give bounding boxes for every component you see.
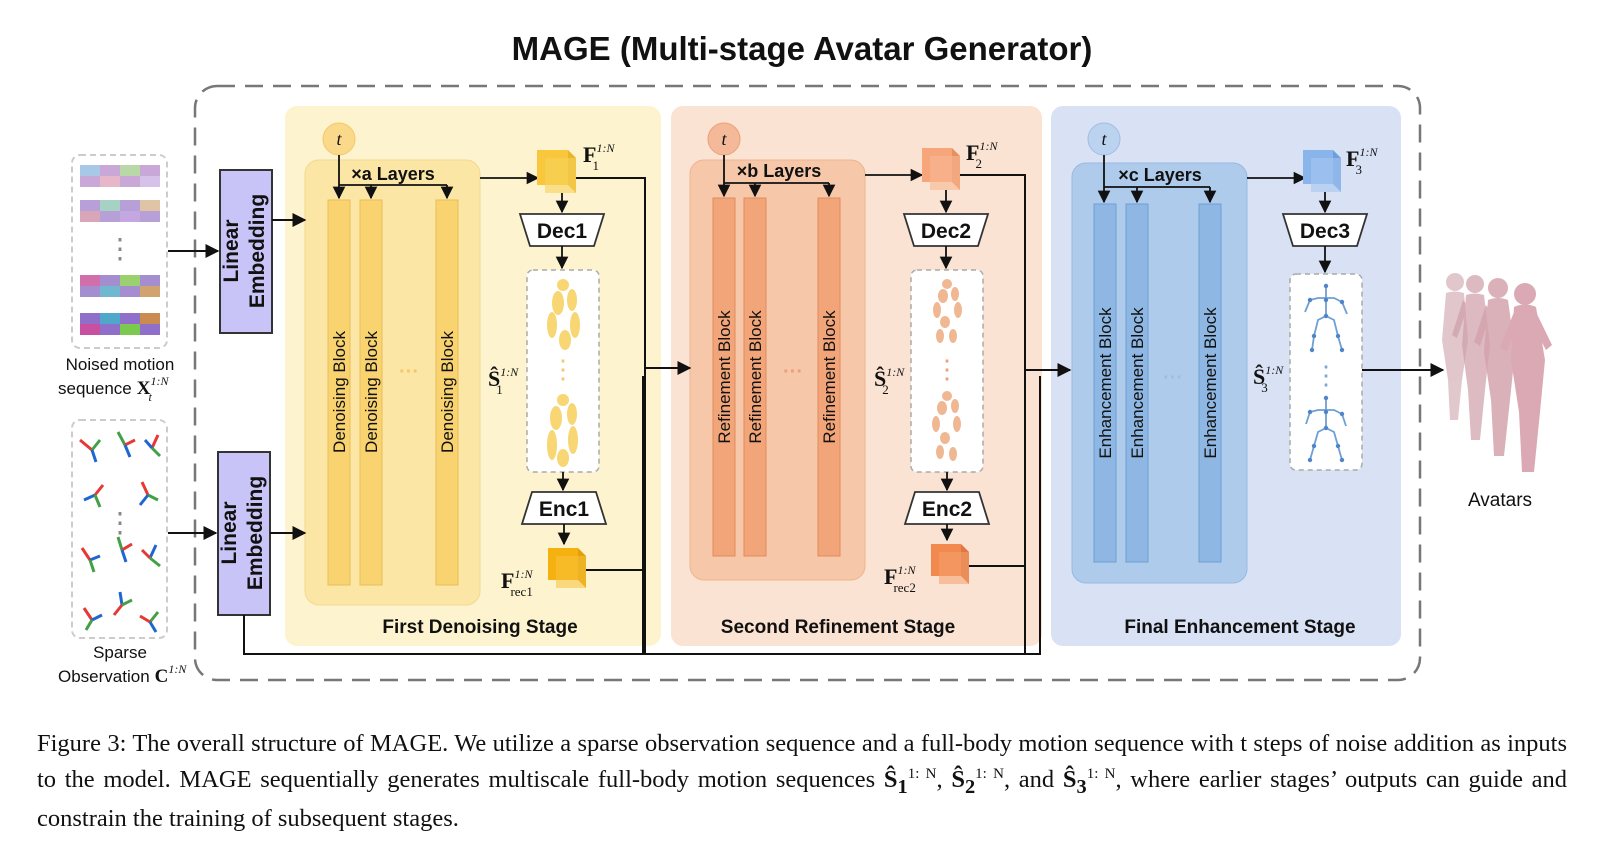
enc2-label: Enc2: [922, 498, 972, 521]
stage1-layers-label: ×a Layers: [351, 164, 435, 184]
refinement-block-2-label: Refinement Block: [746, 310, 765, 444]
stage3-skeleton-joints: [1307, 283, 1345, 463]
denoising-block-3-label: Denoising Block: [438, 331, 457, 453]
enhancement-block-2: [1125, 203, 1149, 563]
refinement-block-1-label: Refinement Block: [715, 310, 734, 444]
stage3-name: Final Enhancement Stage: [1124, 617, 1355, 638]
refinement-block-2: [743, 197, 767, 557]
denoising-block-1-label: Denoising Block: [330, 331, 349, 453]
stage1-output-vdots: ⋮: [550, 354, 576, 384]
stage1-timestep-label: t: [336, 129, 342, 149]
coordinate-axes-icon: [79, 431, 162, 633]
sparse-observation-panel: ⋮: [71, 419, 168, 639]
linear-embedding-top: [219, 169, 273, 334]
stage2-ellipsis: ···: [783, 361, 803, 383]
stage3-layers-label: ×c Layers: [1118, 165, 1202, 185]
caption-s3: Ŝ3: [1062, 766, 1087, 799]
enhancement-block-2-label: Enhancement Block: [1128, 307, 1147, 459]
enc1-box: [520, 491, 608, 525]
enhancement-block-1: [1093, 203, 1117, 563]
refinement-block-1: [712, 197, 736, 557]
model-container: [193, 84, 1422, 682]
caption-s2: Ŝ2: [951, 766, 976, 799]
enhancement-block-3-label: Enhancement Block: [1201, 307, 1220, 459]
dec1-label: Dec1: [537, 220, 588, 243]
dec1-box: [518, 213, 606, 247]
enhancement-block-3: [1198, 203, 1222, 563]
stage3-timestep-label: t: [1101, 129, 1107, 149]
noise-strip: [80, 313, 160, 335]
avatars-illustration: [1442, 273, 1552, 472]
figure-caption: Figure 3: The overall structure of MAGE.…: [37, 730, 1567, 833]
denoising-block-2-label: Denoising Block: [362, 331, 381, 453]
noised-vdots: ⋮: [106, 232, 134, 265]
dec3-label: Dec3: [1300, 220, 1350, 243]
dec3-box: [1281, 213, 1369, 247]
stage1-feature-bypass: [576, 177, 646, 654]
noised-label-line1: Noised motion: [66, 355, 175, 374]
refinement-block-3: [817, 197, 841, 557]
stage2-feature-cube: [922, 148, 960, 190]
stage1-feature-cube: [537, 150, 576, 193]
dec2-label: Dec2: [921, 220, 971, 243]
enhancement-block-1-label: Enhancement Block: [1096, 307, 1115, 459]
stage2-layers-label: ×b Layers: [737, 161, 822, 181]
stage1-skeleton-icon: [547, 279, 580, 467]
noise-strip: [80, 200, 160, 222]
stage2-rec-cube: [931, 544, 969, 584]
stage2-skeleton-icon: [932, 279, 962, 461]
stage2-name: Second Refinement Stage: [721, 617, 955, 638]
stage3-ellipsis: ···: [1163, 367, 1183, 389]
denoising-block-3: [435, 199, 459, 586]
sparse-label-line1: Sparse: [93, 643, 147, 662]
refinement-block-3-label: Refinement Block: [820, 310, 839, 444]
stage2-feature-bypass: [960, 174, 1026, 654]
stage1-name: First Denoising Stage: [382, 617, 577, 638]
denoising-block-1: [327, 199, 351, 586]
stage1-ellipsis: ···: [399, 361, 419, 383]
enc1-label: Enc1: [539, 498, 590, 521]
linear-embedding-bottom: [217, 451, 271, 616]
stage2-output-vdots: ⋮: [934, 354, 960, 384]
stage3-output-vdots: ⋮: [1313, 360, 1339, 390]
avatars-label: Avatars: [1468, 490, 1532, 511]
noise-strip: [80, 275, 160, 297]
enc2-box: [903, 491, 991, 525]
stage3-feature-cube: [1303, 150, 1341, 192]
denoising-block-2: [359, 199, 383, 586]
noise-strip: [80, 165, 160, 187]
caption-s1: Ŝ1: [883, 766, 908, 799]
stage2-timestep-label: t: [721, 129, 727, 149]
sparse-vdots: ⋮: [106, 506, 134, 539]
diagram-title: MAGE (Multi-stage Avatar Generator): [512, 30, 1093, 67]
noised-motion-panel: ⋮: [71, 154, 168, 349]
stage1-rec-cube: [548, 548, 586, 588]
dec2-box: [902, 213, 990, 247]
